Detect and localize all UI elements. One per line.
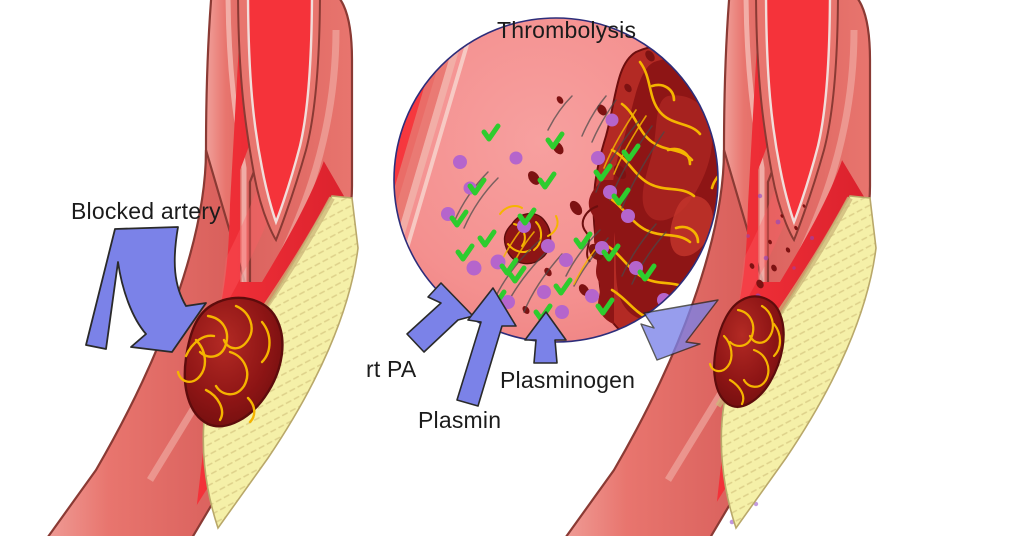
- fibrin-strands-right: [708, 304, 782, 406]
- bifurcation-notch-inner-right: [764, 0, 832, 226]
- plasmin-arrow: [456, 287, 517, 407]
- recanalized-artery-panel: [565, 0, 877, 536]
- magnifier-border: [393, 17, 719, 343]
- fibrin-strands-left: [176, 304, 271, 424]
- annotation-arrows: [85, 226, 719, 407]
- label-plasmin: Plasmin: [418, 407, 502, 433]
- plasminogen-arrow: [524, 311, 567, 364]
- label-rt-pa: rt PA: [366, 356, 417, 382]
- blocked-artery-panel: [47, 0, 359, 536]
- blocked-artery-arrow: [85, 226, 207, 353]
- thrombus-left: [176, 296, 284, 428]
- clot-microfragments-right: [749, 204, 806, 289]
- thrombus-right-residual: [708, 204, 806, 408]
- blood-right-main: [712, 0, 872, 536]
- label-blocked-artery: Blocked artery: [71, 198, 221, 224]
- recanalization-arrow: [640, 299, 719, 361]
- blood-left-main: [192, 0, 352, 536]
- plaque-right-edge: [715, 196, 853, 408]
- label-thrombolysis: Thrombolysis: [497, 17, 637, 43]
- bifurcation-notch-inner-left: [246, 0, 314, 226]
- plasmin-ticks: [449, 123, 657, 322]
- label-plasminogen: Plasminogen: [500, 367, 636, 393]
